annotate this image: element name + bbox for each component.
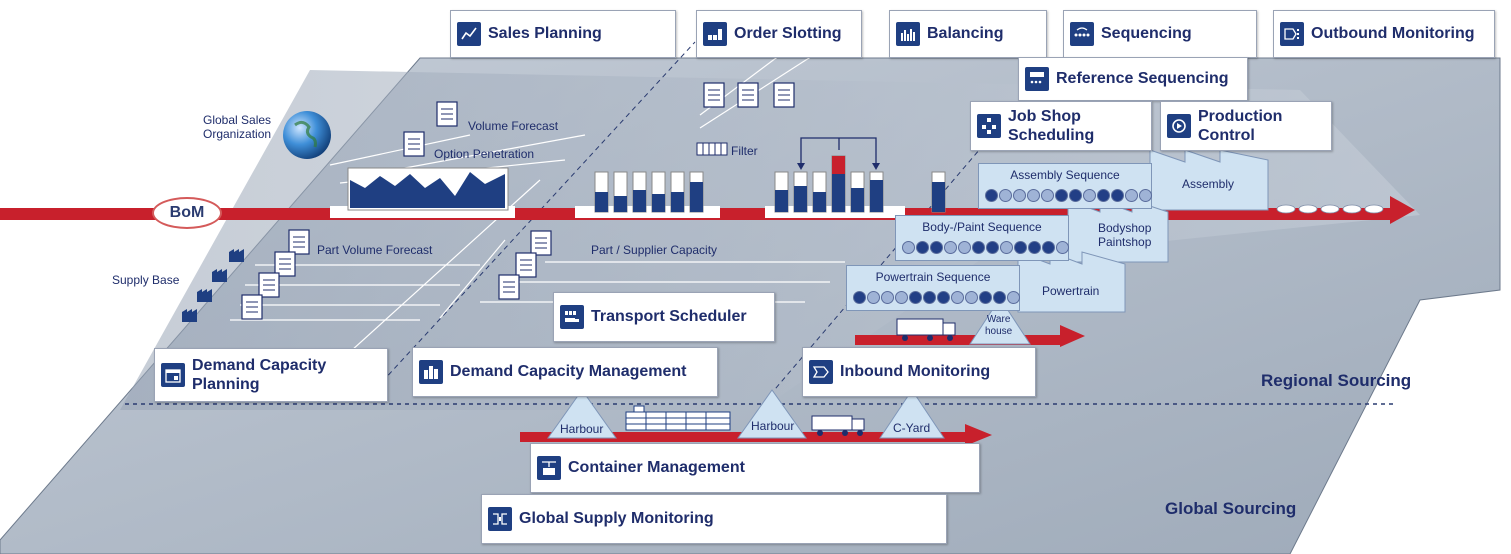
order-slot-bars [594, 171, 704, 213]
transport-scheduler-module[interactable]: Transport Scheduler [553, 292, 775, 342]
part-volume-forecast-label: Part Volume Forecast [317, 243, 433, 257]
option-penetration-label: Option Penetration [434, 147, 535, 161]
harbour-label-2: Harbour [751, 419, 795, 433]
harbour-label-1: Harbour [560, 422, 604, 436]
balancing-module[interactable]: Balancing [889, 10, 1047, 58]
balancing-icon [896, 22, 920, 46]
harbour-triangle-2 [737, 389, 807, 439]
order-slotting-icon [703, 22, 727, 46]
sales-planning-module[interactable]: Sales Planning [450, 10, 676, 58]
warehouse-label: Ware house [985, 314, 1013, 337]
factory-icons [182, 249, 244, 322]
bom-badge: BoM [152, 197, 222, 229]
production-control-module[interactable]: Production Control [1160, 101, 1332, 151]
sequencing-module[interactable]: Sequencing [1063, 10, 1257, 58]
powertrain-factory [1017, 251, 1126, 313]
balancing-bars [774, 155, 946, 213]
filter-icon [696, 142, 728, 156]
inner-band [120, 70, 1420, 410]
document-icons [241, 82, 795, 320]
body-paint-sequence-dots [902, 241, 1069, 254]
production-control-label: Production Control [1198, 108, 1283, 144]
demand-capacity-management-module[interactable]: Demand Capacity Management [412, 347, 718, 397]
filter-label: Filter [731, 144, 758, 158]
truck-scheduler-icon [560, 305, 584, 329]
global-sourcing-label: Global Sourcing [1165, 499, 1297, 518]
global-sales-org-label: Global Sales Organization [203, 113, 272, 141]
assembly-sequence-dots [985, 189, 1152, 202]
sales-chart-icon [457, 22, 481, 46]
assembly-factory [1149, 149, 1269, 211]
inbound-monitoring-module[interactable]: Inbound Monitoring [802, 347, 1036, 397]
order-slotting-module[interactable]: Order Slotting [696, 10, 862, 58]
warehouse-triangle [969, 297, 1031, 345]
outbound-monitoring-module[interactable]: Outbound Monitoring [1273, 10, 1495, 58]
car-icons [1276, 204, 1384, 214]
assembly-sequence-box: Assembly Sequence [978, 163, 1152, 209]
harbour-triangle-1 [547, 389, 617, 439]
outbound-monitoring-icon [1280, 22, 1304, 46]
cyard-triangle [879, 389, 945, 439]
supply-base-label: Supply Base [112, 273, 180, 287]
reference-sequencing-icon [1025, 67, 1049, 91]
reference-sequencing-module[interactable]: Reference Sequencing [1018, 57, 1248, 101]
sequencing-icon [1070, 22, 1094, 46]
part-supplier-capacity-label: Part / Supplier Capacity [591, 243, 718, 257]
demand-capacity-planning-label: Demand Capacity Planning [192, 357, 327, 393]
truck-icon [896, 318, 956, 341]
job-shop-icon [977, 114, 1001, 138]
powertrain-sequence-dots [853, 291, 1020, 304]
ship-icon [625, 405, 731, 431]
job-shop-scheduling-module[interactable]: Job Shop Scheduling [970, 101, 1152, 151]
c-yard-label: C-Yard [893, 421, 931, 435]
bar-chart-icon [419, 360, 443, 384]
powertrain-label: Powertrain [1042, 284, 1100, 298]
supply-monitoring-icon [488, 507, 512, 531]
demand-capacity-planning-module[interactable]: Demand Capacity Planning [154, 348, 388, 402]
assembly-label: Assembly [1182, 177, 1235, 191]
volume-forecast-label: Volume Forecast [468, 119, 559, 133]
job-shop-scheduling-label: Job Shop Scheduling [1008, 108, 1095, 144]
regional-sourcing-label: Regional Sourcing [1261, 371, 1412, 390]
inbound-monitoring-icon [809, 360, 833, 384]
body-paint-sequence-box: Body-/Paint Sequence [895, 215, 1069, 261]
calendar-icon [161, 363, 185, 387]
container-icon [537, 456, 561, 480]
container-management-module[interactable]: Container Management [530, 443, 980, 493]
global-truck-icon [811, 415, 865, 436]
powertrain-sequence-box: Powertrain Sequence [846, 265, 1020, 311]
production-control-icon [1167, 114, 1191, 138]
global-supply-monitoring-module[interactable]: Global Supply Monitoring [481, 494, 947, 544]
bodyshop-label: Bodyshop Paintshop [1098, 221, 1152, 249]
